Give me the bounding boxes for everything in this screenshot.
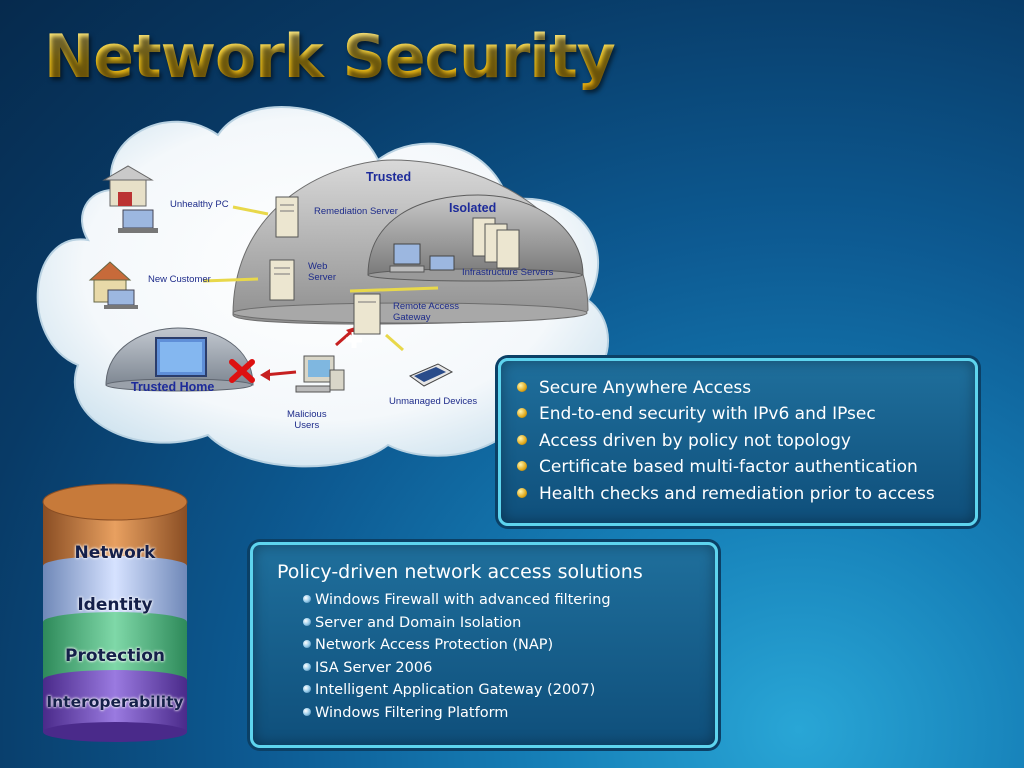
isolated-workstation-icon xyxy=(389,243,455,273)
trusted-home-monitor-icon xyxy=(155,337,207,377)
label-remediation-server: Remediation Server xyxy=(314,206,398,217)
new-customer-icon xyxy=(88,261,138,309)
label-remote-access-gateway: Remote Access Gateway xyxy=(393,301,459,323)
label-web-server: Web Server xyxy=(308,261,336,283)
bullet-icon xyxy=(517,487,527,498)
remediation-server-icon xyxy=(275,196,299,238)
zone-label-isolated: Isolated xyxy=(449,201,497,215)
label-unmanaged-devices: Unmanaged Devices xyxy=(389,396,478,407)
feature-item: Health checks and remediation prior to a… xyxy=(509,481,975,507)
solution-item: Windows Filtering Platform xyxy=(277,702,611,725)
label-new-customer: New Customer xyxy=(148,274,211,285)
stack-layer-identity: Identity xyxy=(77,595,153,615)
plus-icon xyxy=(346,332,362,348)
block-x-icon xyxy=(229,359,255,383)
page-title: Network Security xyxy=(44,22,616,92)
features-panel: Secure Anywhere Access End-to-end securi… xyxy=(498,358,978,526)
scanner-icon xyxy=(408,363,454,387)
bullet-icon xyxy=(303,707,311,716)
bullet-icon xyxy=(517,408,527,419)
bullet-icon xyxy=(517,461,527,472)
solutions-list: Windows Firewall with advanced filtering… xyxy=(277,589,611,724)
security-stack: Network Identity Protection Interoperabi… xyxy=(42,480,188,742)
malicious-user-icon xyxy=(295,355,345,393)
solution-item: Server and Domain Isolation xyxy=(277,612,611,635)
infrastructure-servers-icon xyxy=(472,217,520,269)
feature-item: Certificate based multi-factor authentic… xyxy=(509,454,975,480)
label-malicious-users: Malicious Users xyxy=(287,409,327,431)
zone-label-trusted-home: Trusted Home xyxy=(131,380,215,394)
zone-label-trusted: Trusted xyxy=(366,170,412,184)
stack-layer-protection: Protection xyxy=(65,646,165,666)
feature-item: Access driven by policy not topology xyxy=(509,428,975,454)
bullet-icon xyxy=(303,617,311,626)
network-diagram xyxy=(36,106,609,468)
feature-item: End-to-end security with IPv6 and IPsec xyxy=(509,401,975,427)
solution-item: Intelligent Application Gateway (2007) xyxy=(277,679,611,702)
solution-item: Windows Firewall with advanced filtering xyxy=(277,589,611,612)
stack-layer-interoperability: Interoperability xyxy=(46,693,184,711)
bullet-icon xyxy=(303,685,311,693)
features-list: Secure Anywhere Access End-to-end securi… xyxy=(501,361,975,507)
label-unhealthy-pc: Unhealthy PC xyxy=(170,199,229,210)
connection-arrows xyxy=(202,205,439,352)
solution-item: ISA Server 2006 xyxy=(277,657,611,680)
solutions-heading: Policy-driven network access solutions xyxy=(277,561,643,583)
feature-item: Secure Anywhere Access xyxy=(509,375,975,401)
bullet-icon xyxy=(303,662,311,671)
label-infrastructure-servers: Infrastructure Servers xyxy=(462,267,554,278)
gateway-server-icon xyxy=(353,293,381,335)
web-server-icon xyxy=(269,259,295,301)
unhealthy-pc-icon xyxy=(102,165,158,233)
bullet-icon xyxy=(517,434,527,445)
bullet-icon xyxy=(517,382,527,392)
solutions-panel: Policy-driven network access solutions W… xyxy=(250,542,718,748)
bullet-icon xyxy=(303,595,311,603)
solution-item: Network Access Protection (NAP) xyxy=(277,634,611,657)
stack-layer-network: Network xyxy=(74,543,156,563)
bullet-icon xyxy=(303,640,311,648)
